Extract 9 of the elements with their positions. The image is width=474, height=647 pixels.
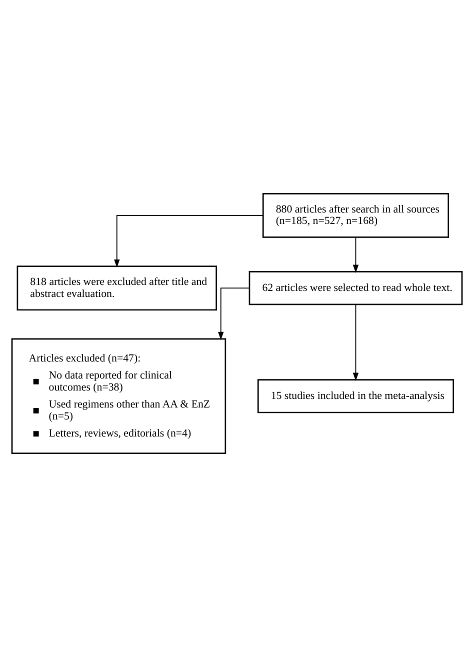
node-box: 818 articles were excluded after title and abstract evaluation. bbox=[16, 266, 218, 311]
node-box: 880 articles after search in all sources (n=185, n=527, n=168) bbox=[262, 192, 450, 238]
arrow bbox=[352, 236, 359, 273]
arrow bbox=[218, 288, 250, 340]
arrow bbox=[352, 304, 359, 381]
arrow bbox=[114, 214, 264, 268]
node-box: Articles excluded (n=47): No data reported for clinical outcomes (n=38) Used regimens other than AA & EnZ (n=5) Letters, reviews, editorials (n=4) bbox=[11, 338, 226, 454]
node-box: 15 studies included in the meta-analysis bbox=[257, 379, 454, 414]
node-box: 62 articles were selected to read whole text. bbox=[248, 271, 463, 306]
